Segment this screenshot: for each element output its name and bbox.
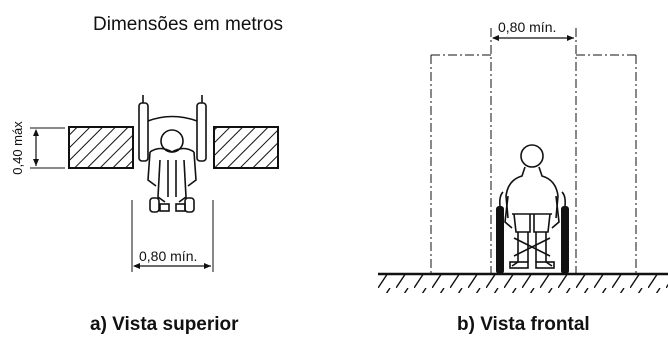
clearance-reference-lines	[430, 28, 637, 274]
wheelchair-top-view-icon	[138, 95, 207, 213]
right-obstacle-hatched	[213, 126, 279, 169]
wheelchair-user-front-icon	[504, 144, 560, 269]
ground-hatching	[378, 275, 668, 293]
top-width-dimension	[131, 200, 214, 272]
top-width-dimension-label: 0,80 mín.	[139, 248, 197, 264]
front-view-caption: b) Vista frontal	[457, 314, 590, 335]
top-view-caption: a) Vista superior	[90, 314, 239, 335]
front-width-dimension-label: 0,80 mín.	[498, 19, 556, 35]
depth-dimension-label: 0,40 máx	[10, 121, 25, 175]
wheelchair-wheels-icon	[496, 206, 569, 274]
front-view: 0,80 mín.	[378, 19, 668, 335]
depth-dimension	[30, 127, 65, 169]
left-obstacle-hatched	[68, 126, 134, 169]
units-note: Dimensões em metros	[93, 14, 283, 35]
top-view: 0,40 máx	[10, 95, 279, 335]
